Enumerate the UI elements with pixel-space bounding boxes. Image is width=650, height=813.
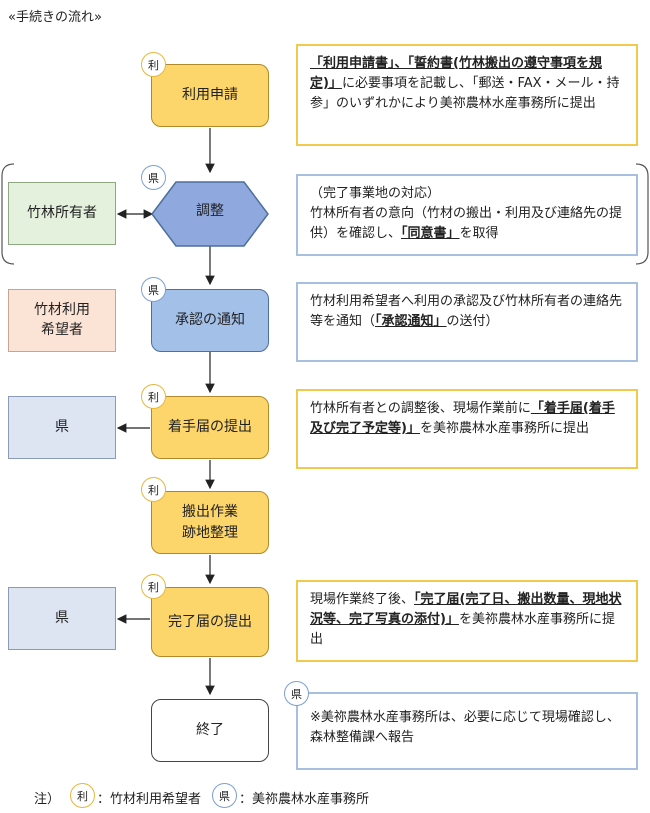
side-label: 県 bbox=[55, 609, 69, 626]
badge-text: 県 bbox=[148, 283, 159, 297]
note-emphasis: 「利用申請書」、「誓約書(竹林搬出の遵守事項を規定)」 bbox=[310, 56, 602, 92]
note-text: 竹林所有者との調整後、現場作業前に bbox=[310, 401, 531, 416]
note-approval: 竹材利用希望者へ利用の承認及び竹林所有者の連絡先等を通知（「承認通知」の送付） bbox=[296, 282, 638, 362]
note-heading: （完了事業地の対応） bbox=[310, 186, 441, 201]
note-text: を美祢農林水産事務所に提出 bbox=[419, 421, 589, 437]
step-removal-work: 搬出作業 跡地整理 bbox=[151, 491, 269, 554]
note-application: 「利用申請書」、「誓約書(竹林搬出の遵守事項を規定)」に必要事項を記載し、「郵送… bbox=[296, 44, 638, 146]
side-label: 竹林所有者 bbox=[27, 204, 97, 221]
step-coordination: 調整 bbox=[160, 200, 260, 220]
note-text: ※美祢農林水産事務所は、必要に応じて現場確認し、森林整備課へ報告 bbox=[310, 710, 620, 746]
badge-text: 利 bbox=[148, 483, 159, 497]
legend-badge-applicant: 利 bbox=[70, 783, 95, 808]
note-end: ※美祢農林水産事務所は、必要に応じて現場確認し、森林整備課へ報告 bbox=[296, 692, 638, 770]
badge-text: 県 bbox=[291, 687, 302, 701]
badge-applicant: 利 bbox=[141, 574, 166, 599]
badge-text: 利 bbox=[148, 580, 159, 594]
note-text: を取得 bbox=[459, 226, 499, 242]
badge-applicant: 利 bbox=[141, 384, 166, 409]
left-brace bbox=[1, 163, 15, 265]
step-application: 利用申請 bbox=[151, 64, 269, 127]
badge-office: 県 bbox=[141, 165, 166, 190]
step-removal-label: 搬出作業 跡地整理 bbox=[182, 504, 238, 541]
page-title: «手続きの流れ» bbox=[8, 10, 102, 25]
note-emphasis: 「承認通知」 bbox=[375, 314, 447, 330]
step-completion-notice: 完了届の提出 bbox=[151, 587, 269, 657]
note-text: に必要事項を記載し、「郵送・FAX・メール・持参」のいずれかにより美祢農林水産事… bbox=[310, 76, 620, 112]
badge-text: 利 bbox=[148, 58, 159, 72]
side-prefecture-1: 県 bbox=[8, 396, 116, 459]
badge-text: 利 bbox=[148, 390, 159, 404]
step-start-notice: 着手届の提出 bbox=[151, 396, 269, 459]
step-completion-label: 完了届の提出 bbox=[168, 613, 252, 630]
legend-office-text: ：美祢農林水産事務所 bbox=[239, 792, 370, 807]
note-start: 竹林所有者との調整後、現場作業前に「着手届(着手及び完了予定等)」を美祢農林水産… bbox=[296, 389, 638, 469]
badge-applicant: 利 bbox=[141, 52, 166, 77]
step-approval-label: 承認の通知 bbox=[175, 312, 245, 329]
legend-note: 注） bbox=[34, 792, 61, 807]
step-end-label: 終了 bbox=[196, 722, 224, 739]
step-application-label: 利用申請 bbox=[182, 87, 238, 104]
step-end: 終了 bbox=[151, 699, 269, 762]
note-text: を美祢農林水産事務所に提出 bbox=[310, 612, 615, 648]
side-bamboo-applicant: 竹材利用 希望者 bbox=[8, 289, 116, 352]
step-coordination-shape bbox=[151, 181, 269, 247]
note-text: 現場作業終了後、 bbox=[310, 592, 415, 607]
badge-office: 県 bbox=[141, 277, 166, 302]
note-text: 竹林所有者の意向（竹材の搬出・利用及び連絡先の提供）を確認し、 bbox=[310, 206, 623, 242]
right-brace bbox=[635, 163, 649, 265]
note-emphasis: 「完了届(完了日、搬出数量、現地状況等、完了写真の添付)」 bbox=[310, 592, 622, 628]
side-bamboo-owner: 竹林所有者 bbox=[8, 182, 116, 245]
badge-applicant: 利 bbox=[141, 477, 166, 502]
step-approval-notice: 承認の通知 bbox=[151, 289, 269, 352]
legend-badge-office: 県 bbox=[212, 783, 237, 808]
badge-office: 県 bbox=[284, 681, 309, 706]
note-emphasis: 「同意書」 bbox=[401, 226, 460, 242]
legend-applicant-text: ：竹材利用希望者 bbox=[97, 792, 202, 807]
note-text: 竹材利用希望者へ利用の承認及び竹林所有者の連絡先等を通知（ bbox=[310, 294, 623, 330]
badge-text: 利 bbox=[77, 789, 88, 803]
side-label: 県 bbox=[55, 418, 69, 435]
side-prefecture-2: 県 bbox=[8, 587, 116, 650]
badge-text: 県 bbox=[219, 789, 230, 803]
badge-text: 県 bbox=[148, 171, 159, 185]
note-completion: 現場作業終了後、「完了届(完了日、搬出数量、現地状況等、完了写真の添付)」を美祢… bbox=[296, 580, 638, 662]
step-coordination-label: 調整 bbox=[196, 203, 224, 219]
side-label: 竹材利用 希望者 bbox=[34, 301, 90, 338]
note-text: の送付） bbox=[446, 314, 499, 330]
note-emphasis: 「着手届(着手及び完了予定等)」 bbox=[310, 401, 615, 437]
note-coordination: （完了事業地の対応） 竹林所有者の意向（竹材の搬出・利用及び連絡先の提供）を確認し… bbox=[296, 174, 638, 256]
step-start-label: 着手届の提出 bbox=[168, 419, 252, 436]
